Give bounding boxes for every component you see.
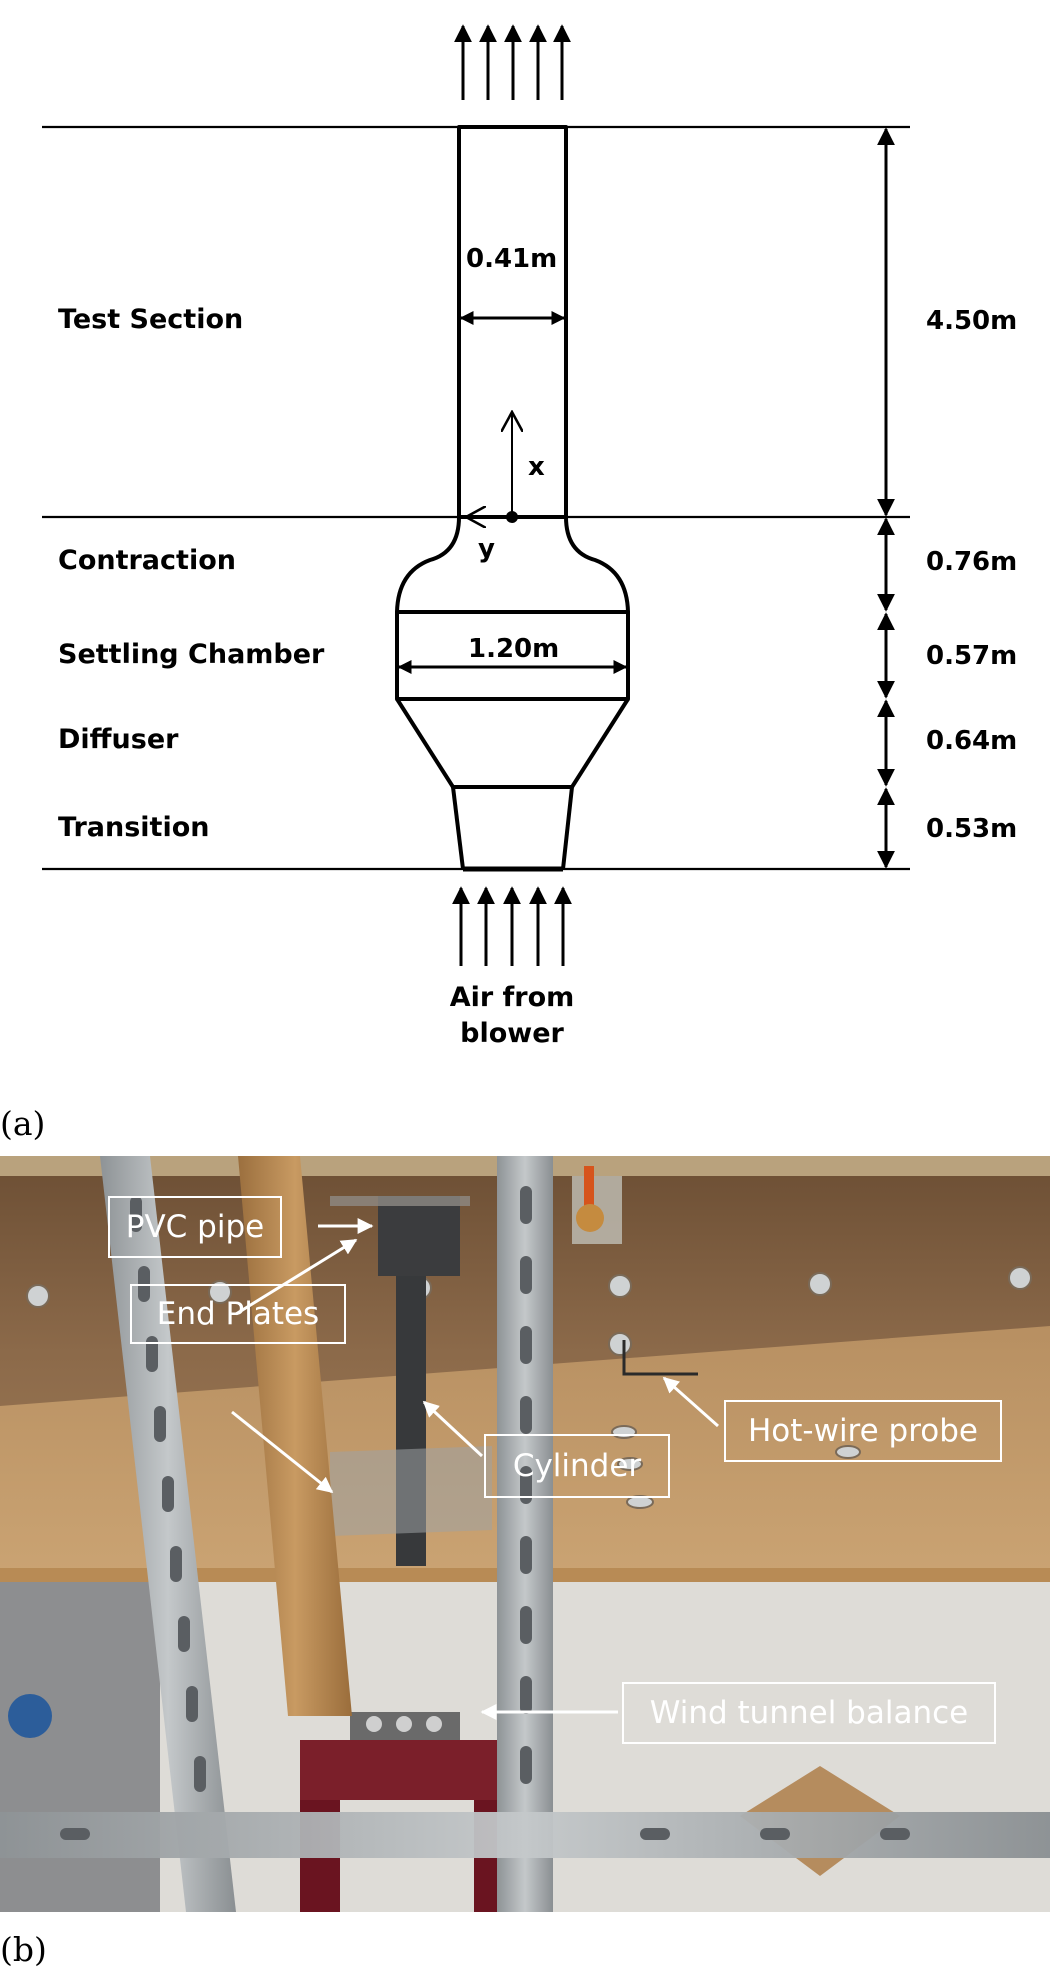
pvc-pipe-callout: PVC pipe	[108, 1196, 282, 1258]
outlet-flow-arrows	[454, 24, 571, 100]
diffuser-label: Diffuser	[58, 724, 179, 755]
transition-length: 0.53m	[926, 814, 1018, 844]
coordinate-axes	[466, 412, 512, 517]
y-axis-label: y	[478, 534, 495, 564]
balance-callout: Wind tunnel balance	[622, 1682, 996, 1744]
settling-chamber-label: Settling Chamber	[58, 639, 325, 670]
contraction-label: Contraction	[58, 545, 236, 576]
origin-dot	[506, 511, 518, 523]
blue-wheel	[8, 1694, 52, 1738]
probe-shape	[622, 1340, 698, 1376]
callout-arrows	[231, 1218, 719, 1720]
panel-b-caption: (b)	[0, 1930, 47, 1969]
x-axis-label: x	[528, 452, 545, 482]
photo-scene	[0, 1156, 1050, 1912]
test-section-label: Test Section	[58, 304, 244, 335]
cylinder-callout: Cylinder	[484, 1434, 670, 1498]
inlet-flow-arrows	[452, 886, 572, 966]
wind-tunnel-schematic	[42, 24, 910, 966]
inlet-label-line-1: Air from	[449, 982, 575, 1013]
pvc-pipe-shape	[378, 1196, 460, 1276]
wind-tunnel-photo: PVC pipe End Plates Cylinder Hot-wire pr…	[0, 1156, 1050, 1912]
section-boundary-lines	[42, 125, 910, 871]
tunnel-outline	[395, 125, 630, 870]
end-plate-shape	[330, 1446, 492, 1536]
hot-wire-probe-callout: Hot-wire probe	[724, 1400, 1002, 1462]
strut-slots	[60, 1186, 910, 1840]
end-plates-callout: End Plates	[130, 1284, 346, 1344]
panel-a-caption: (a)	[0, 1104, 46, 1143]
inlet-label: Air from blower	[412, 980, 612, 1052]
diffuser-length: 0.64m	[926, 726, 1018, 756]
transition-label: Transition	[58, 812, 210, 843]
settling-chamber-length: 0.57m	[926, 641, 1018, 671]
test-section-width: 0.41m	[466, 244, 558, 274]
contraction-length: 0.76m	[926, 547, 1018, 577]
settling-chamber-width: 1.20m	[468, 634, 560, 664]
inlet-label-line-2: blower	[460, 1018, 564, 1049]
test-section-length: 4.50m	[926, 306, 1018, 336]
